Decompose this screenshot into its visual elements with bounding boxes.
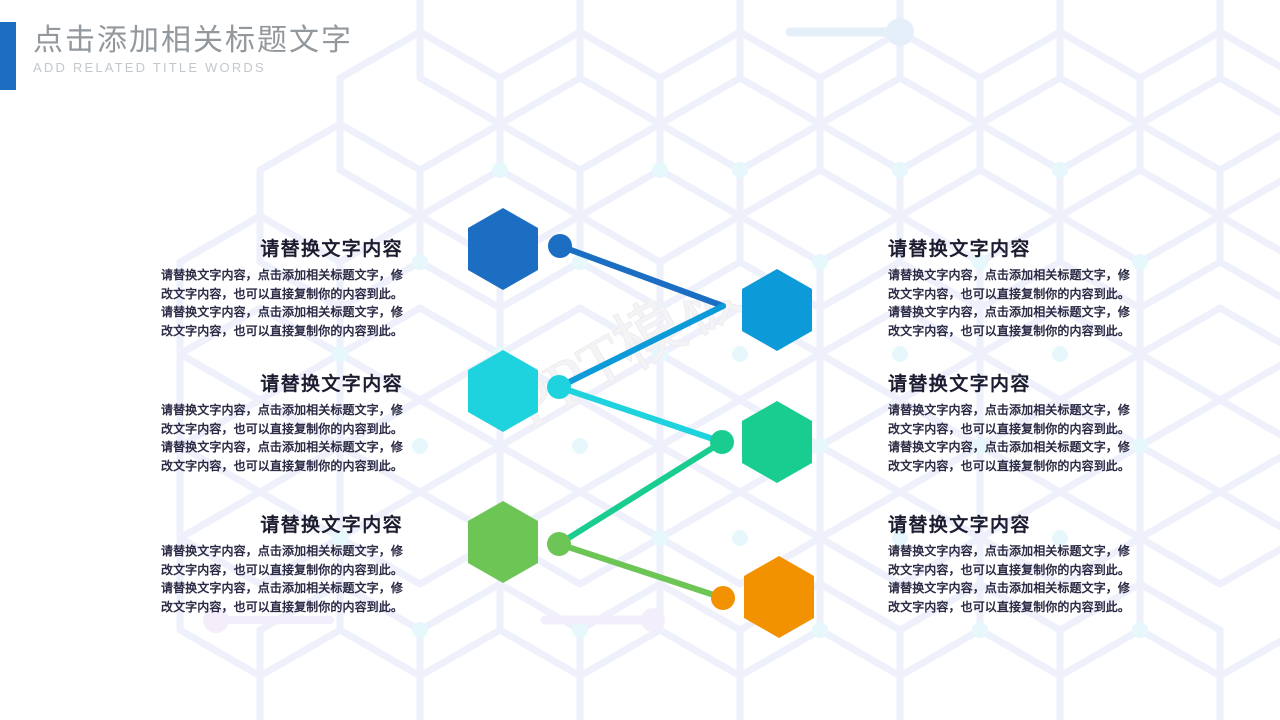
item-heading-3: 请替换文字内容 (260, 374, 403, 395)
text-block-item-4[interactable]: 请替换文字内容 请替换文字内容，点击添加相关标题文字，修改文字内容，也可以直接复… (888, 372, 1131, 475)
connector-dot-item-1[interactable] (548, 234, 572, 258)
connector-line-5 (556, 541, 726, 601)
item-heading-1: 请替换文字内容 (260, 239, 403, 260)
item-body-6: 请替换文字内容，点击添加相关标题文字，修改文字内容，也可以直接复制你的内容到此。… (888, 544, 1131, 614)
page-subtitle: ADD RELATED TITLE WORDS (33, 60, 266, 75)
connector-dot-item-6[interactable] (711, 586, 735, 610)
connector-line-1 (557, 243, 726, 309)
item-heading-5: 请替换文字内容 (260, 515, 403, 536)
slide-title-block: 点击添加相关标题文字 ADD RELATED TITLE WORDS (0, 22, 353, 92)
connector-line-4 (556, 439, 725, 547)
text-block-item-6[interactable]: 请替换文字内容 请替换文字内容，点击添加相关标题文字，修改文字内容，也可以直接复… (888, 513, 1131, 616)
item-heading-4: 请替换文字内容 (888, 374, 1031, 395)
connector-line-2 (556, 303, 726, 390)
connector-dot-item-5[interactable] (547, 532, 571, 556)
page-title: 点击添加相关标题文字 (33, 24, 353, 57)
item-body-1: 请替换文字内容，点击添加相关标题文字，修改文字内容，也可以直接复制你的内容到此。… (160, 268, 403, 338)
text-block-item-2[interactable]: 请替换文字内容 请替换文字内容，点击添加相关标题文字，修改文字内容，也可以直接复… (888, 237, 1131, 340)
connector-lines (556, 243, 726, 601)
hexagon-item-2[interactable] (742, 269, 812, 351)
text-block-item-3[interactable]: 请替换文字内容 请替换文字内容，点击添加相关标题文字，修改文字内容，也可以直接复… (160, 372, 403, 475)
accent-dot-bottom (641, 608, 665, 632)
item-body-4: 请替换文字内容，点击添加相关标题文字，修改文字内容，也可以直接复制你的内容到此。… (888, 403, 1131, 473)
connector-line-3 (556, 384, 725, 445)
text-block-item-5[interactable]: 请替换文字内容 请替换文字内容，点击添加相关标题文字，修改文字内容，也可以直接复… (160, 513, 403, 616)
connector-dot-item-3[interactable] (547, 375, 571, 399)
hexagon-item-1[interactable] (468, 208, 538, 290)
title-accent-bar (0, 22, 16, 90)
hexagon-item-6[interactable] (744, 556, 814, 638)
connector-dots (547, 234, 735, 610)
item-heading-6: 请替换文字内容 (888, 515, 1031, 536)
hexagon-item-4[interactable] (742, 401, 812, 483)
watermark-ppt: PPT模板 (520, 300, 757, 443)
hexagon-item-5[interactable] (468, 501, 538, 583)
item-body-2: 请替换文字内容，点击添加相关标题文字，修改文字内容，也可以直接复制你的内容到此。… (888, 268, 1131, 338)
hexagon-item-3[interactable] (468, 350, 538, 432)
text-block-item-1[interactable]: 请替换文字内容 请替换文字内容，点击添加相关标题文字，修改文字内容，也可以直接复… (160, 237, 403, 340)
connector-dot-item-4[interactable] (710, 430, 734, 454)
accent-dot-top (886, 18, 914, 46)
hexagon-nodes (468, 208, 814, 638)
item-heading-2: 请替换文字内容 (888, 239, 1031, 260)
watermark-text: PPT模板 (520, 300, 757, 443)
item-body-5: 请替换文字内容，点击添加相关标题文字，修改文字内容，也可以直接复制你的内容到此。… (160, 544, 403, 614)
title-text-group: 点击添加相关标题文字 ADD RELATED TITLE WORDS (33, 22, 353, 76)
item-body-3: 请替换文字内容，点击添加相关标题文字，修改文字内容，也可以直接复制你的内容到此。… (160, 403, 403, 473)
